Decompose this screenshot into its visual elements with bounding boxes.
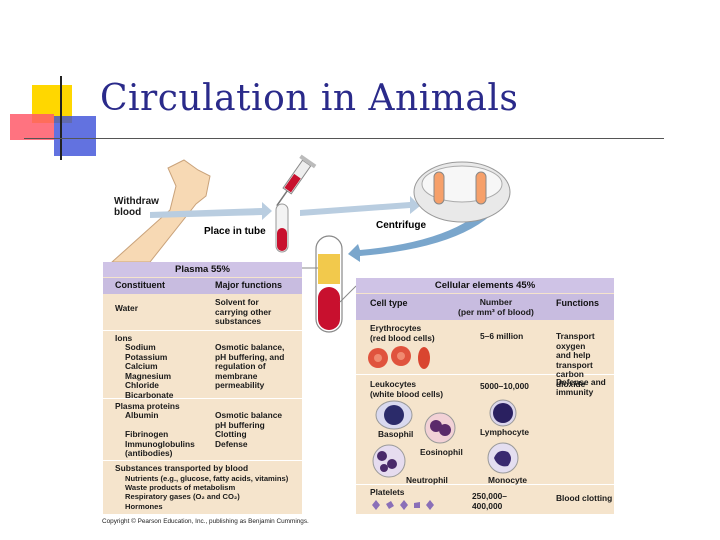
- arrow-to-centrifuge: [300, 196, 420, 216]
- plasma-ions-functions: Osmotic balance, pH buffering, and regul…: [215, 343, 284, 391]
- plasma-substances-list: Nutrients (e.g., glucose, fatty acids, v…: [125, 474, 288, 511]
- plasma-col-constituent: Constituent: [115, 280, 165, 290]
- neutrophil-icon: [372, 444, 406, 478]
- copyright-text: Copyright © Pearson Education, Inc., pub…: [102, 518, 309, 525]
- plasma-col-functions: Major functions: [215, 280, 282, 290]
- cellular-row-divider: [356, 484, 614, 485]
- plasma-ions-list: Sodium Potassium Calcium Magnesium Chlor…: [125, 343, 173, 401]
- eosinophil-label: Eosinophil: [420, 448, 463, 458]
- lymphocyte-icon: [488, 398, 518, 428]
- erythrocytes-number: 5–6 million: [480, 332, 523, 342]
- leukocytes-functions: Defense and immunity: [556, 378, 606, 397]
- eosinophil-icon: [424, 412, 456, 444]
- leukocytes-type: Leukocytes (white blood cells): [370, 380, 443, 399]
- plasma-table: Plasma 55% Constituent Major functions W…: [103, 262, 302, 514]
- lymphocyte-label: Lymphocyte: [480, 428, 529, 438]
- plasma-proteins-list: Albumin Fibrinogen Immunoglobulins (anti…: [125, 411, 195, 459]
- basophil-icon: [374, 400, 414, 430]
- plasma-row-divider: [103, 330, 302, 331]
- cellular-title: Cellular elements 45%: [356, 278, 614, 293]
- platelets-functions: Blood clotting: [556, 494, 612, 504]
- place-in-tube-label: Place in tube: [204, 226, 266, 237]
- plasma-title-text: Plasma 55%: [175, 264, 230, 275]
- cellular-col-number: Number (per mm³ of blood): [458, 298, 534, 317]
- centrifuge-icon: [414, 162, 510, 222]
- erythrocytes-type: Erythrocytes (red blood cells): [370, 324, 435, 343]
- cellular-col-functions: Functions: [556, 298, 599, 308]
- plasma-proteins-functions: Osmotic balance pH buffering Clotting De…: [215, 411, 282, 449]
- centrifuge-label: Centrifuge: [376, 220, 426, 231]
- withdraw-blood-label: Withdraw blood: [114, 196, 159, 218]
- cellular-col-type: Cell type: [370, 298, 408, 308]
- plasma-constituent-water: Water: [115, 304, 138, 314]
- platelets-type: Platelets: [370, 488, 404, 498]
- plasma-function-water: Solvent for carrying other substances: [215, 298, 271, 327]
- leukocytes-number: 5000–10,000: [480, 382, 529, 392]
- plasma-substances-heading: Substances transported by blood: [115, 464, 248, 474]
- neutrophil-label: Neutrophil: [406, 476, 448, 486]
- plasma-title: Plasma 55%: [103, 262, 302, 277]
- monocyte-icon: [486, 442, 520, 474]
- basophil-label: Basophil: [378, 430, 413, 440]
- monocyte-label: Monocyte: [488, 476, 527, 486]
- red-blood-cells-icon: [366, 344, 436, 370]
- platelets-number: 250,000– 400,000: [472, 492, 507, 511]
- platelets-icon: [368, 498, 438, 512]
- syringe-icon: [269, 155, 316, 211]
- cellular-table: Cellular elements 45% Cell type Number (…: [356, 278, 614, 514]
- plasma-row-divider: [103, 460, 302, 461]
- small-test-tube-icon: [276, 204, 288, 252]
- cellular-title-text: Cellular elements 45%: [435, 280, 535, 291]
- separated-blood-tube-icon: [316, 236, 342, 332]
